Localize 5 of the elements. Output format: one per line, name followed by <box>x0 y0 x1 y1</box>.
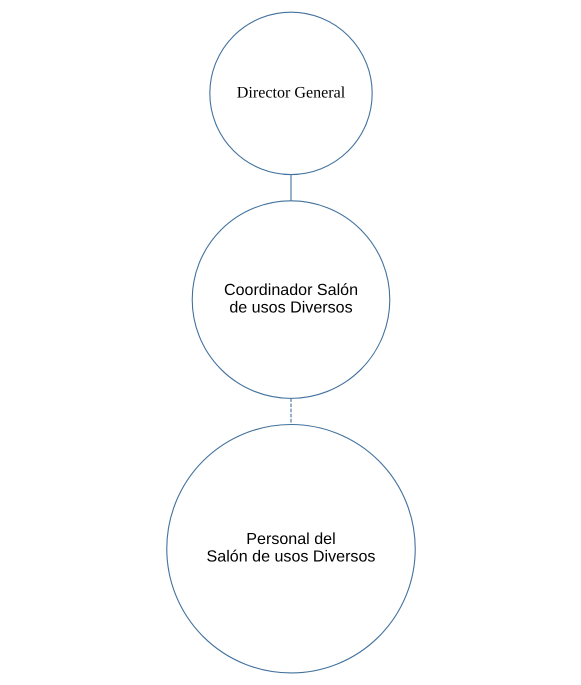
connector <box>290 398 292 425</box>
node-circle: Director General <box>208 12 372 176</box>
node-circle: Coordinador Salón de usos Diversos <box>191 200 390 399</box>
node-circle: Personal del Salón de usos Diversos <box>166 424 416 674</box>
connector <box>290 174 292 201</box>
